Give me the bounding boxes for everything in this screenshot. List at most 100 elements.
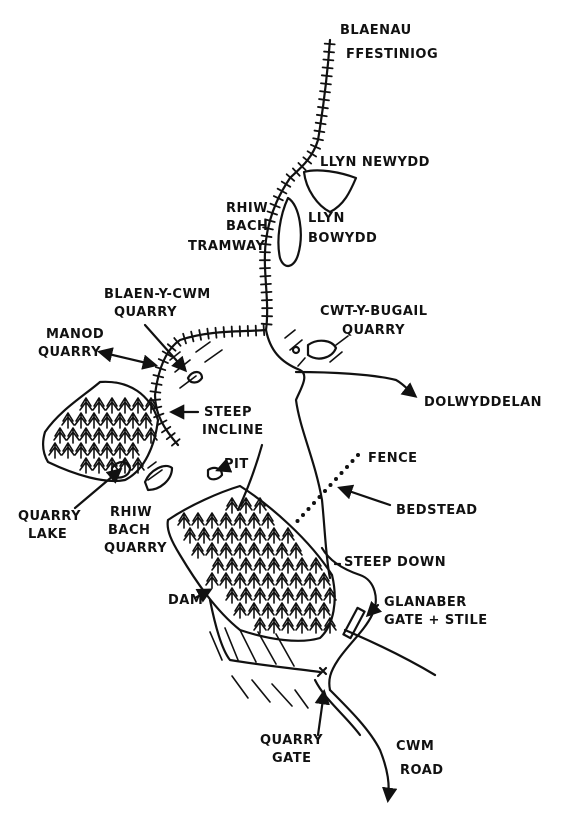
label-bach: BACH [226,219,268,234]
tramway-tie [276,187,288,195]
tree-icon [105,427,119,444]
tree-icon [61,442,75,459]
label-pit: PIT [224,457,249,472]
label-blaenau: BLAENAU [340,23,412,38]
tramway-tie [320,74,333,78]
label-fence: FENCE [368,451,418,466]
tree-icon [92,427,106,444]
tree-icon [261,602,275,619]
tramway-tie [310,143,321,150]
tree-icon [275,542,289,559]
tramway-tie [314,121,327,126]
tree-icon [253,557,267,574]
tree-icon [113,412,127,429]
tree-icon [219,512,233,529]
tree-icon [197,527,211,544]
label-tramway: TRAMWAY [188,239,265,254]
tree-icon [53,427,67,444]
tree-icon [225,527,239,544]
tree-icon [205,572,219,589]
tree-icon [113,442,127,459]
label-gate-stile: GATE + STILE [384,613,488,628]
tramway-tie [214,326,218,339]
tree-icon [253,497,267,514]
arrow-pit [215,458,233,473]
track-to-dolwyddelan [294,370,418,398]
fence-dots [295,453,360,523]
tramway-tie [198,329,202,341]
tree-icon [79,457,93,474]
label-manod-quarry: QUARRY [38,345,101,360]
tree-icon [247,512,261,529]
label-rhiw-bach-quarry-1: RHIW [110,505,152,520]
tramway-tie [272,195,284,202]
fence-dot [350,459,355,463]
tree-icon [309,617,323,634]
pit [206,466,224,481]
label-cwm: CWM [396,739,434,754]
tramway-ties [149,42,336,447]
arrow-dam [193,588,213,603]
tree-icon [281,587,295,604]
tree-icon [281,557,295,574]
tree-icon [100,442,114,459]
tramway-tie [302,156,313,165]
tree-icon [317,602,331,619]
tramway-tie [266,210,278,216]
tree-icon [295,557,309,574]
track-north-pit [236,443,264,512]
west-forest-outline [41,380,160,483]
tramway-tie [150,382,163,386]
tramway-tie [259,274,272,278]
tree-icon [267,527,281,544]
tree-icon [139,412,153,429]
tramway-tie [149,390,162,394]
tree-icon [61,412,75,429]
tramway-tie [306,150,317,158]
rhiw-bach-quarry-pit [143,464,174,492]
tree-icon [79,427,93,444]
tree-icon [275,572,289,589]
tramway-tie [161,425,172,434]
label-steep: STEEP [204,405,252,420]
tree-icon [239,557,253,574]
tramway-tie [230,325,234,338]
tree-icon [247,572,261,589]
tree-icon [100,412,114,429]
tramway-tie [156,419,168,426]
tree-icon [295,587,309,604]
fence-dot [356,453,360,457]
tree-icon [261,542,275,559]
label-cwt-y-bugail-quarry: QUARRY [342,323,405,338]
tramway-tie [206,327,210,340]
tree-icon [303,572,317,589]
tramway-tie [321,66,334,70]
label-quarry-lake-2: LAKE [28,527,67,542]
label-quarry-gate-2: GATE [272,751,311,766]
tree-icon [289,542,303,559]
label-rhiw: RHIW [226,201,268,216]
label-bedstead: BEDSTEAD [396,503,478,518]
label-quarry-gate-1: QUARRY [260,733,323,748]
tree-icon [225,557,239,574]
arrow-manod [97,347,158,370]
tree-icon [74,442,88,459]
tramway-tie [260,282,272,286]
tree-icon [131,427,145,444]
tree-icon [309,587,323,604]
tree-icon [261,572,275,589]
quarry-gate-mark [316,666,328,678]
arrow-glanaber [365,600,383,618]
label-cwt-y-bugail: CWT-Y-BUGAIL [320,304,428,319]
tree-icon [323,587,337,604]
tramway-tie [260,234,273,238]
label-quarry-lake-1: QUARRY [18,509,81,524]
tree-icon [233,542,247,559]
label-glanaber: GLANABER [384,595,467,610]
tree-icon [74,412,88,429]
tree-icon [323,617,337,634]
tramway-tie [166,343,177,352]
label-dam: DAM [168,593,203,608]
tree-icon [211,557,225,574]
tramway-tie [262,226,274,231]
